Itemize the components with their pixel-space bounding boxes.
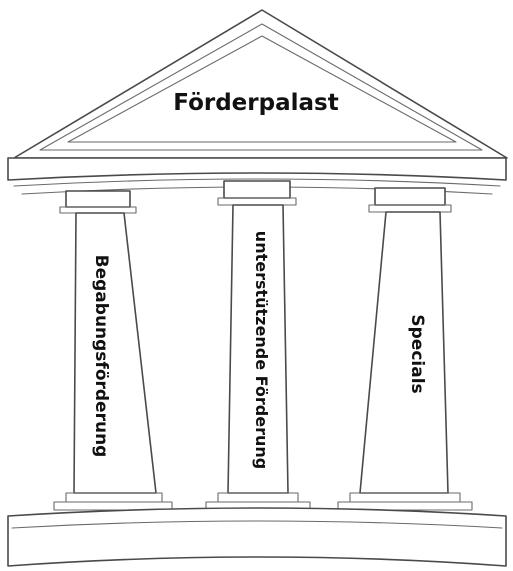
pillar-2	[205, 180, 311, 511]
base	[7, 507, 507, 567]
pillar-label-2: unterstützende Förderung	[252, 231, 271, 469]
pillar-label-3: Specials	[407, 314, 427, 393]
title-label: Förderpalast	[173, 90, 338, 116]
pillar-1	[53, 190, 173, 511]
pillar-label-1: Begabungsförderung	[91, 255, 111, 458]
pillar-3	[337, 187, 473, 511]
roof	[13, 9, 508, 159]
